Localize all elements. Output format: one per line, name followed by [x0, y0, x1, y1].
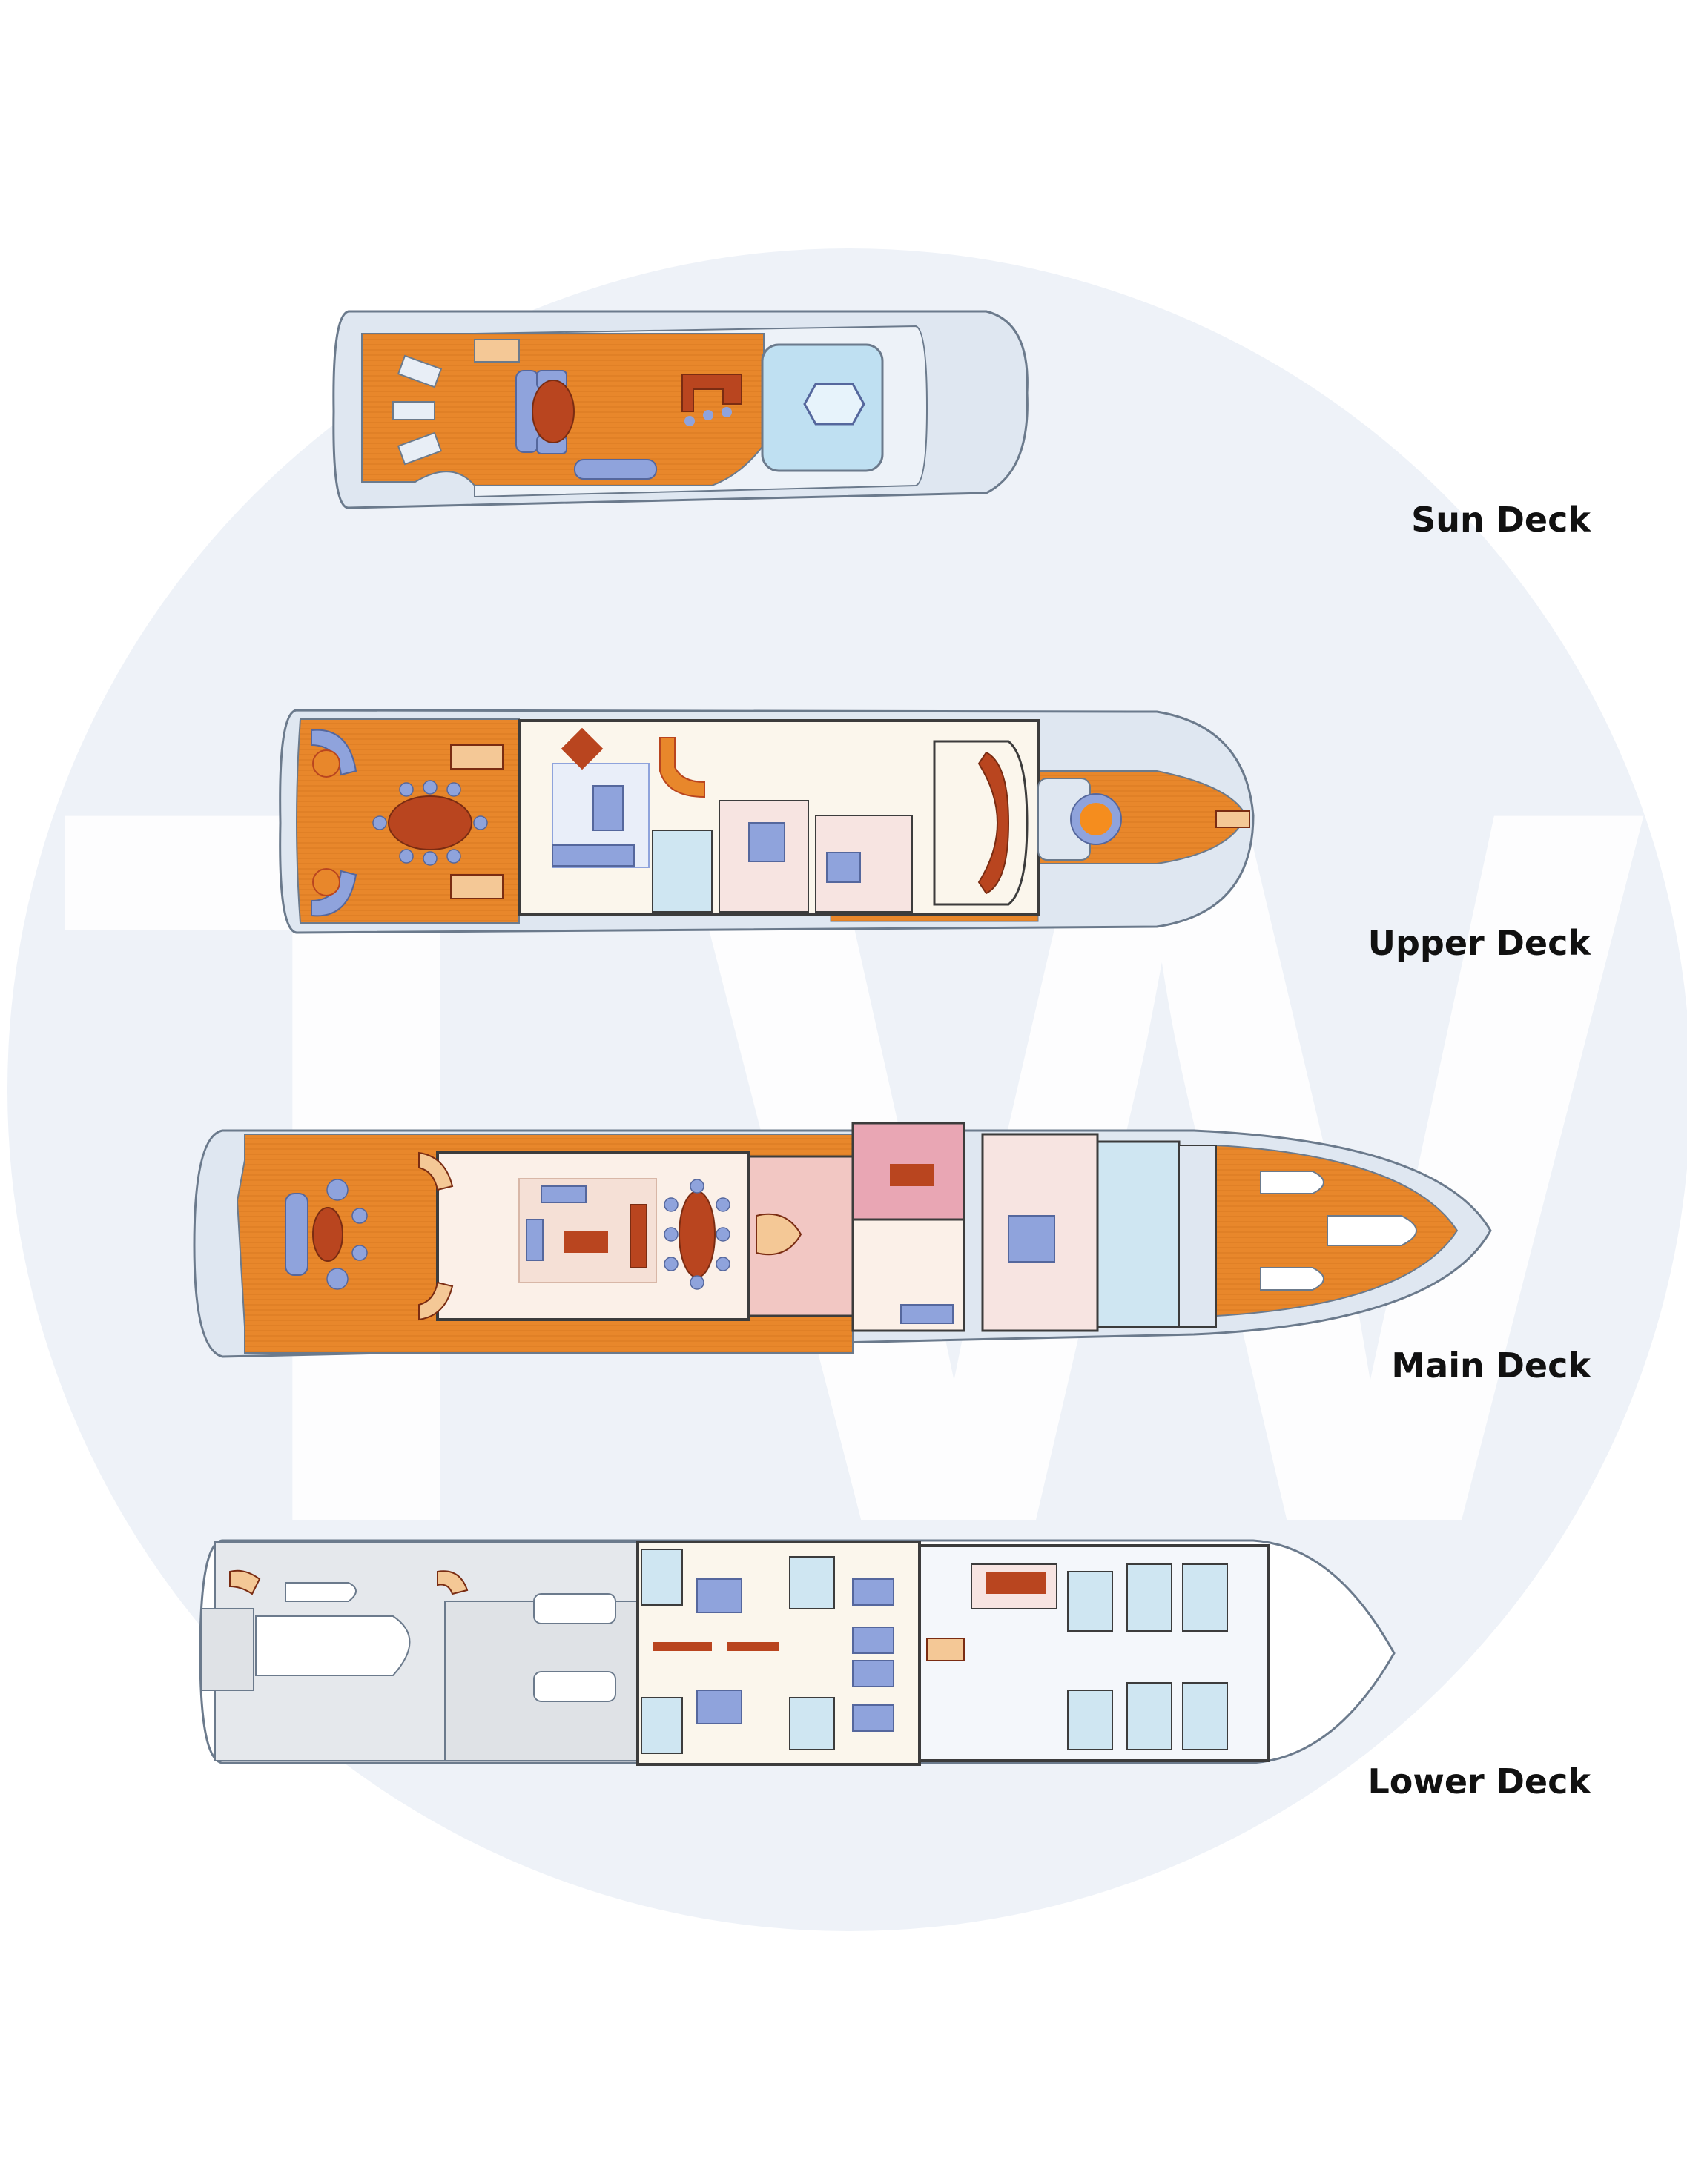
- upper-bow-table: [1080, 803, 1112, 835]
- bar-stool: [684, 416, 695, 426]
- lower-crew-stairs: [926, 1638, 965, 1661]
- upper-aft-stairs: [450, 744, 504, 770]
- upper-saloon-table: [561, 727, 604, 770]
- sun-deck-dining: [515, 370, 575, 454]
- main-master-bed: [1008, 1215, 1055, 1263]
- engine: [533, 1593, 616, 1624]
- lower-cabin-dividers: [653, 1642, 779, 1651]
- lower-swim-platform: [201, 1608, 254, 1691]
- sun-loungers: [392, 354, 443, 466]
- galley-counter: [890, 1164, 934, 1186]
- deck-label-upper: Upper Deck: [1367, 923, 1591, 963]
- main-saloon-sofa: [630, 1204, 647, 1268]
- upper-bow-stairs: [1215, 810, 1250, 828]
- lower-crew-cabins: [1067, 1563, 1228, 1750]
- main-master-bath: [1096, 1140, 1181, 1328]
- sun-deck-sofa: [574, 459, 657, 480]
- lower-garage-jetski: [285, 1582, 357, 1602]
- main-aft-chairs: [326, 1179, 368, 1290]
- upper-bar: [659, 737, 705, 798]
- main-saloon-table: [564, 1231, 608, 1253]
- bar-stool: [703, 410, 713, 420]
- jacuzzi-tub: [803, 383, 865, 426]
- main-saloon-sofa: [526, 1219, 544, 1261]
- upper-aft-stairs: [450, 874, 504, 899]
- bar-stool: [722, 407, 732, 417]
- watermark-circle: [7, 248, 1687, 1931]
- upper-aft-dining-table: [388, 795, 472, 850]
- engine: [533, 1671, 616, 1702]
- main-deck-plan: [193, 1122, 1492, 1358]
- upper-bed: [826, 852, 861, 883]
- upper-bed: [748, 822, 785, 862]
- main-spiral-stairs: [756, 1213, 802, 1256]
- main-master-study: [1178, 1145, 1217, 1328]
- upper-dining-chairs: [372, 780, 488, 866]
- lower-garage-stairs: [229, 1569, 261, 1595]
- upper-saloon-sofa: [592, 785, 624, 831]
- sun-deck-stairs: [474, 339, 520, 363]
- deck-label-main: Main Deck: [1391, 1346, 1591, 1386]
- main-saloon-sofa: [541, 1185, 587, 1203]
- upper-aft-table: [312, 749, 340, 778]
- main-aft-bench: [285, 1193, 308, 1276]
- deck-label-sun: Sun Deck: [1411, 500, 1591, 540]
- crew-mess-table: [986, 1572, 1046, 1594]
- lower-garage-stairs: [437, 1570, 469, 1595]
- main-foredeck-tenders: [1260, 1171, 1417, 1291]
- main-dining-table: [679, 1191, 716, 1278]
- lower-guest-baths: [641, 1549, 835, 1754]
- main-aft-stairs: [418, 1151, 454, 1191]
- deck-label-lower: Lower Deck: [1367, 1761, 1591, 1801]
- main-dining-chairs: [664, 1179, 730, 1290]
- sun-deck-plan: [332, 310, 1029, 509]
- upper-deck-plan: [279, 709, 1255, 934]
- main-mess-sofa: [900, 1304, 954, 1324]
- upper-bath: [652, 830, 713, 913]
- upper-helm-console: [977, 751, 1010, 895]
- lower-guest-beds: [696, 1578, 894, 1732]
- main-aft-table: [312, 1207, 343, 1262]
- upper-saloon-sofa: [552, 844, 635, 867]
- lower-deck-plan: [199, 1539, 1396, 1766]
- lower-garage-tender: [255, 1615, 411, 1676]
- upper-aft-table: [312, 868, 340, 896]
- sun-deck-bar: [681, 374, 742, 412]
- main-aft-stairs: [418, 1281, 454, 1321]
